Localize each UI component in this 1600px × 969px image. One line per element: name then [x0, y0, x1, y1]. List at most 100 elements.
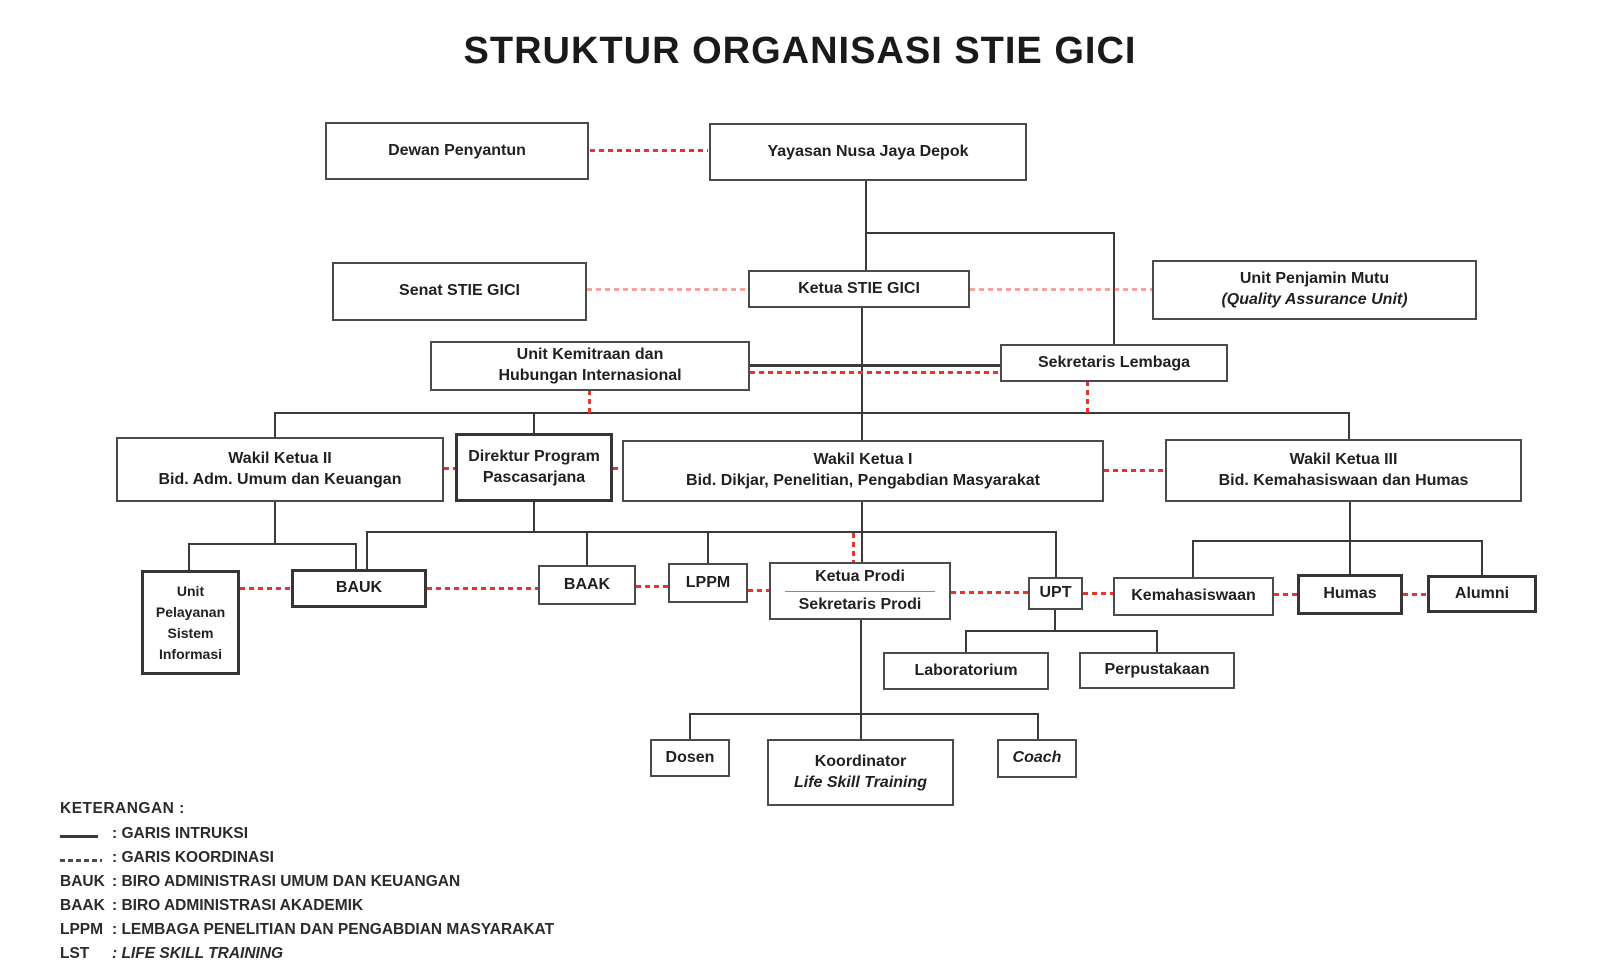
- node-dosen: Dosen: [650, 739, 730, 777]
- connector-subrail-dosen: [689, 713, 691, 739]
- connector-subrail-bauk-left: [355, 543, 357, 569]
- connector-prodi-subrail: [689, 713, 1039, 715]
- node-dewan-penyantun: Dewan Penyantun: [325, 122, 589, 180]
- node-label: Coach: [1012, 749, 1062, 767]
- node-label: Unit Kemitraan dan: [516, 346, 664, 364]
- coord-bauk-baak: [427, 587, 538, 590]
- node-label: Senat STIE GICI: [399, 282, 520, 300]
- node-wakil-ketua-3: Wakil Ketua III Bid. Kemahasiswaan dan H…: [1165, 439, 1522, 502]
- legend-text: : LEMBAGA PENELITIAN DAN PENGABDIAN MASY…: [112, 920, 555, 938]
- node-label: Alumni: [1454, 584, 1510, 602]
- legend-text: : BIRO ADMINISTRASI UMUM DAN KEUANGAN: [112, 872, 461, 890]
- connector-subrail-coach: [1037, 713, 1039, 739]
- node-label: Ketua Prodi: [815, 567, 905, 585]
- node-sublabel: Life Skill Training: [793, 773, 928, 791]
- node-label: Dewan Penyantun: [388, 141, 526, 159]
- coord-ketua-penjaminmutu: [970, 288, 1152, 291]
- connector-subrail-alumni: [1481, 540, 1483, 575]
- connector-rail-baak: [586, 531, 588, 565]
- node-label: Wakil Ketua I: [813, 451, 913, 469]
- coord-upt-kemahasiswaan: [1083, 592, 1113, 595]
- node-alumni: Alumni: [1427, 575, 1537, 613]
- node-ketua-prodi: Ketua Prodi Sekretaris Prodi: [769, 562, 951, 620]
- connector-biro-rail: [366, 531, 1057, 533]
- legend-term: LST: [60, 944, 90, 962]
- node-label: Pelayanan: [155, 603, 226, 620]
- node-sublabel: (Quality Assurance Unit): [1221, 291, 1408, 308]
- node-wakil-ketua-1: Wakil Ketua I Bid. Dikjar, Penelitian, P…: [622, 440, 1104, 502]
- node-direktur-pascasarjana: Direktur Program Pascasarjana: [455, 433, 613, 502]
- divider: [785, 590, 935, 592]
- coord-ketuaprodi-upt: [951, 591, 1028, 594]
- node-label: Ketua STIE GICI: [798, 279, 920, 297]
- connector-wk2-subrail: [188, 543, 357, 545]
- connector-upt-down: [1054, 610, 1056, 632]
- coord-wk1-wk3: [1104, 469, 1165, 472]
- legend-item-garis-koordinasi: : GARIS KOORDINASI: [60, 849, 554, 866]
- connector-branch-sekretaris-v: [1113, 232, 1115, 344]
- node-perpustakaan: Perpustakaan: [1079, 652, 1235, 689]
- connector-rail-upt: [1055, 531, 1057, 577]
- node-lppm: LPPM: [668, 563, 748, 603]
- connector-yayasan-ketua: [865, 180, 867, 270]
- node-sekretaris-lembaga: Sekretaris Lembaga: [1000, 344, 1228, 382]
- node-label: BAAK: [563, 575, 611, 593]
- connector-rail-bauk: [366, 531, 368, 569]
- coord-kemitraan-down: [588, 390, 591, 413]
- coord-ketuaprodi-up: [852, 533, 855, 562]
- node-baak: BAAK: [538, 565, 636, 605]
- node-label: Sekretaris Lembaga: [1037, 353, 1191, 371]
- node-label: Unit Penjamin Mutu: [1239, 270, 1390, 288]
- node-label: Wakil Ketua II: [228, 449, 332, 467]
- node-sublabel: Pascasarjana: [482, 468, 586, 486]
- connector-rail-wk3: [1348, 412, 1350, 439]
- coord-lppm-ketuaprodi: [748, 589, 769, 592]
- connector-ketua-wakil-rail: [861, 308, 863, 440]
- legend-item-garis-intruksi: : GARIS INTRUKSI: [60, 825, 554, 842]
- node-humas: Humas: [1297, 574, 1403, 615]
- legend-text: : GARIS INTRUKSI: [112, 824, 249, 842]
- dashed-line-swatch: [60, 858, 102, 862]
- node-kemahasiswaan: Kemahasiswaan: [1113, 577, 1274, 616]
- node-unit-kemitraan: Unit Kemitraan dan Hubungan Internasiona…: [430, 341, 750, 391]
- connector-wk1-ketuaprodi: [861, 502, 863, 562]
- legend-term: LPPM: [60, 920, 104, 938]
- node-unit-pelayanan: Unit Pelayanan Sistem Informasi: [141, 570, 240, 675]
- legend-text: : LIFE SKILL TRAINING: [112, 944, 284, 962]
- coord-senat-ketua: [587, 288, 748, 291]
- connector-subrail-laboratorium: [965, 630, 967, 652]
- legend-heading: KETERANGAN :: [60, 800, 185, 817]
- node-koordinator-lst: Koordinator Life Skill Training: [767, 739, 954, 806]
- connector-rail-wk2: [274, 412, 276, 437]
- connector-subrail-kemahasiswaan: [1192, 540, 1194, 577]
- node-ketua: Ketua STIE GICI: [748, 270, 970, 308]
- legend-term: BAAK: [60, 896, 105, 914]
- legend-text: : BIRO ADMINISTRASI AKADEMIK: [112, 896, 364, 914]
- node-laboratorium: Laboratorium: [883, 652, 1049, 690]
- node-label: Wakil Ketua III: [1289, 450, 1398, 468]
- node-sublabel: Bid. Dikjar, Penelitian, Pengabdian Masy…: [686, 472, 1040, 489]
- coord-unitpelayanan-bauk: [240, 587, 291, 590]
- node-wakil-ketua-2: Wakil Ketua II Bid. Adm. Umum dan Keuang…: [116, 437, 444, 502]
- node-unit-penjamin-mutu: Unit Penjamin Mutu (Quality Assurance Un…: [1152, 260, 1477, 320]
- node-label: Kemahasiswaan: [1131, 587, 1256, 605]
- connector-direktur-down: [533, 502, 535, 533]
- legend-text: : GARIS KOORDINASI: [112, 848, 274, 866]
- solid-line-swatch: [60, 834, 98, 838]
- connector-branch-sekretaris-h: [865, 232, 1115, 234]
- node-label: UPT: [1039, 584, 1072, 602]
- coord-direktur-wk1: [613, 467, 622, 470]
- coord-sekretaris-down: [1086, 381, 1089, 413]
- node-label: Humas: [1323, 585, 1377, 603]
- connector-ketuaprodi-down: [860, 620, 862, 739]
- node-label: Yayasan Nusa Jaya Depok: [767, 142, 969, 160]
- diagram-title: STRUKTUR ORGANISASI STIE GICI: [463, 30, 1137, 72]
- coord-kemahasiswaan-humas: [1274, 593, 1297, 596]
- coord-humas-alumni: [1403, 593, 1427, 596]
- node-label: Dosen: [665, 748, 715, 766]
- node-label: LPPM: [685, 573, 731, 591]
- connector-wk2-down: [274, 502, 276, 545]
- legend-item-lst: LST : LIFE SKILL TRAINING: [60, 945, 554, 962]
- coord-kemitraan-sekretaris: [750, 371, 1000, 374]
